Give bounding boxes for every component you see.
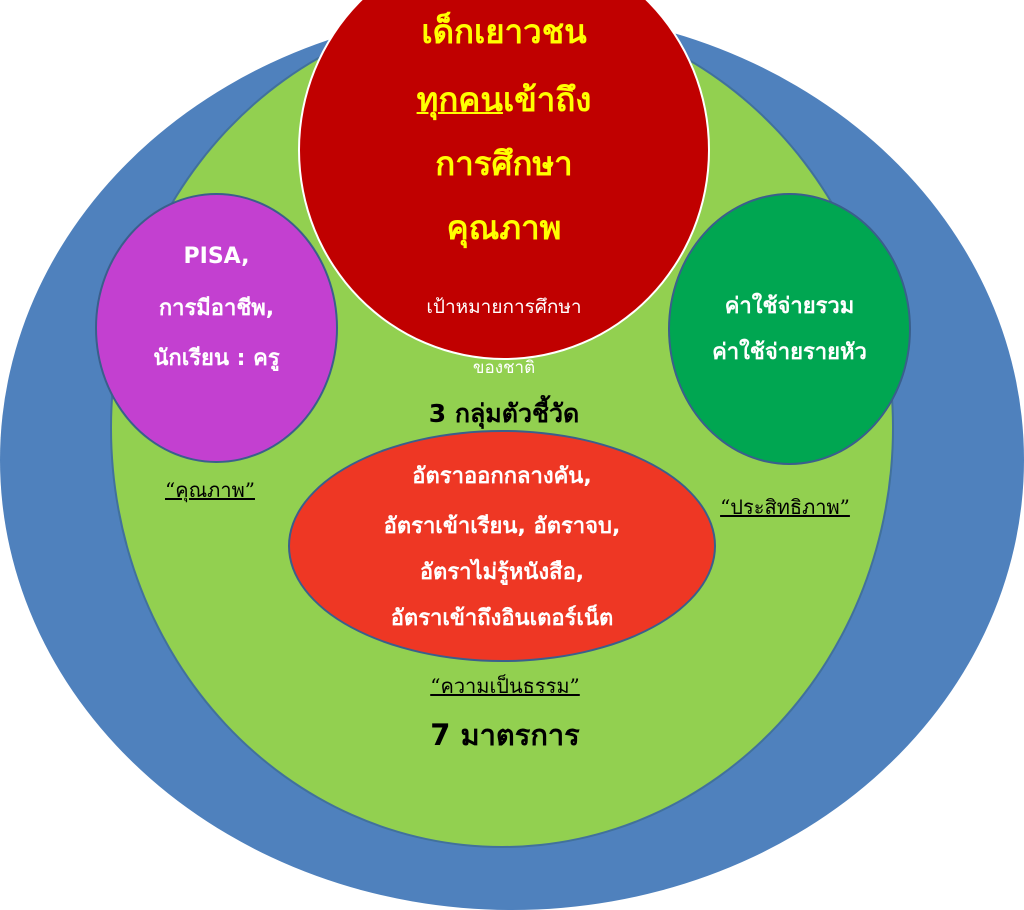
measures-label: 7 มาตรการ <box>430 718 580 752</box>
equity-circle-line-1: อัตราออกกลางคัน, <box>412 464 592 489</box>
equity-circle <box>288 430 716 662</box>
quality-label: “คุณภาพ” <box>165 478 255 502</box>
equity-label: “ความเป็นธรรม” <box>430 674 580 698</box>
quality-circle-line-1: PISA, <box>183 244 250 269</box>
efficiency-circle <box>668 193 911 465</box>
quality-circle-line-2: การมีอาชีพ, <box>158 296 275 321</box>
efficiency-circle-line-2: ค่าใช้จ่ายรายหัว <box>712 340 867 365</box>
quality-circle <box>95 193 338 463</box>
goal-line-1: เด็กเยาวชน <box>421 12 587 51</box>
equity-circle-line-4: อัตราเข้าถึงอินเตอร์เน็ต <box>390 606 614 631</box>
equity-circle-line-3: อัตราไม่รู้หนังสือ, <box>419 560 585 585</box>
goal-line-2: ทุกคนเข้าถึง <box>300 70 708 130</box>
goal-subtitle-1: เป้าหมายการศึกษา <box>426 296 582 318</box>
goal-line-3: การศึกษา <box>435 144 573 183</box>
goal-line-4: คุณภาพ <box>446 208 562 247</box>
goal-subtitle-2: ของชาติ <box>472 358 536 378</box>
goal-line-2-underlined: ทุกคน <box>416 80 503 119</box>
quality-circle-line-3: นักเรียน : ครู <box>153 346 280 371</box>
efficiency-circle-line-1: ค่าใช้จ่ายรวม <box>724 294 855 319</box>
equity-circle-line-2: อัตราเข้าเรียน, อัตราจบ, <box>383 514 621 539</box>
indicator-groups-label: 3 กลุ่มตัวชี้วัด <box>428 399 580 428</box>
goal-line-2-rest: เข้าถึง <box>502 80 592 119</box>
efficiency-label: “ประสิทธิภาพ” <box>720 495 850 519</box>
